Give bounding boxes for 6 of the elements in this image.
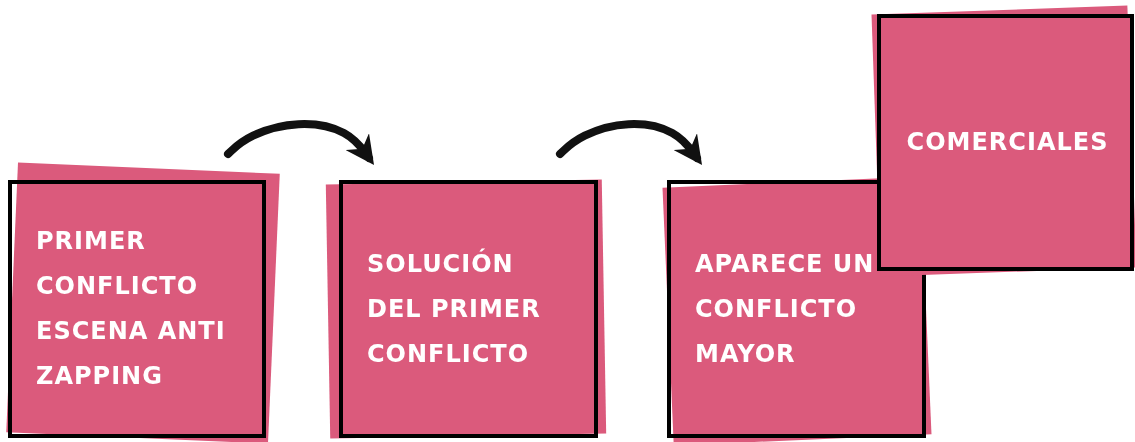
box-label: APARECE UN CONFLICTO MAYOR [695, 248, 876, 370]
box-label: PRIMER CONFLICTO ESCENA ANTI ZAPPING [36, 226, 227, 392]
curved-arrow [224, 120, 374, 166]
box-label: SOLUCIÓN DEL PRIMER CONFLICTO [367, 247, 542, 370]
box-label: COMERCIALES [905, 127, 1110, 158]
curved-arrow [556, 120, 702, 166]
